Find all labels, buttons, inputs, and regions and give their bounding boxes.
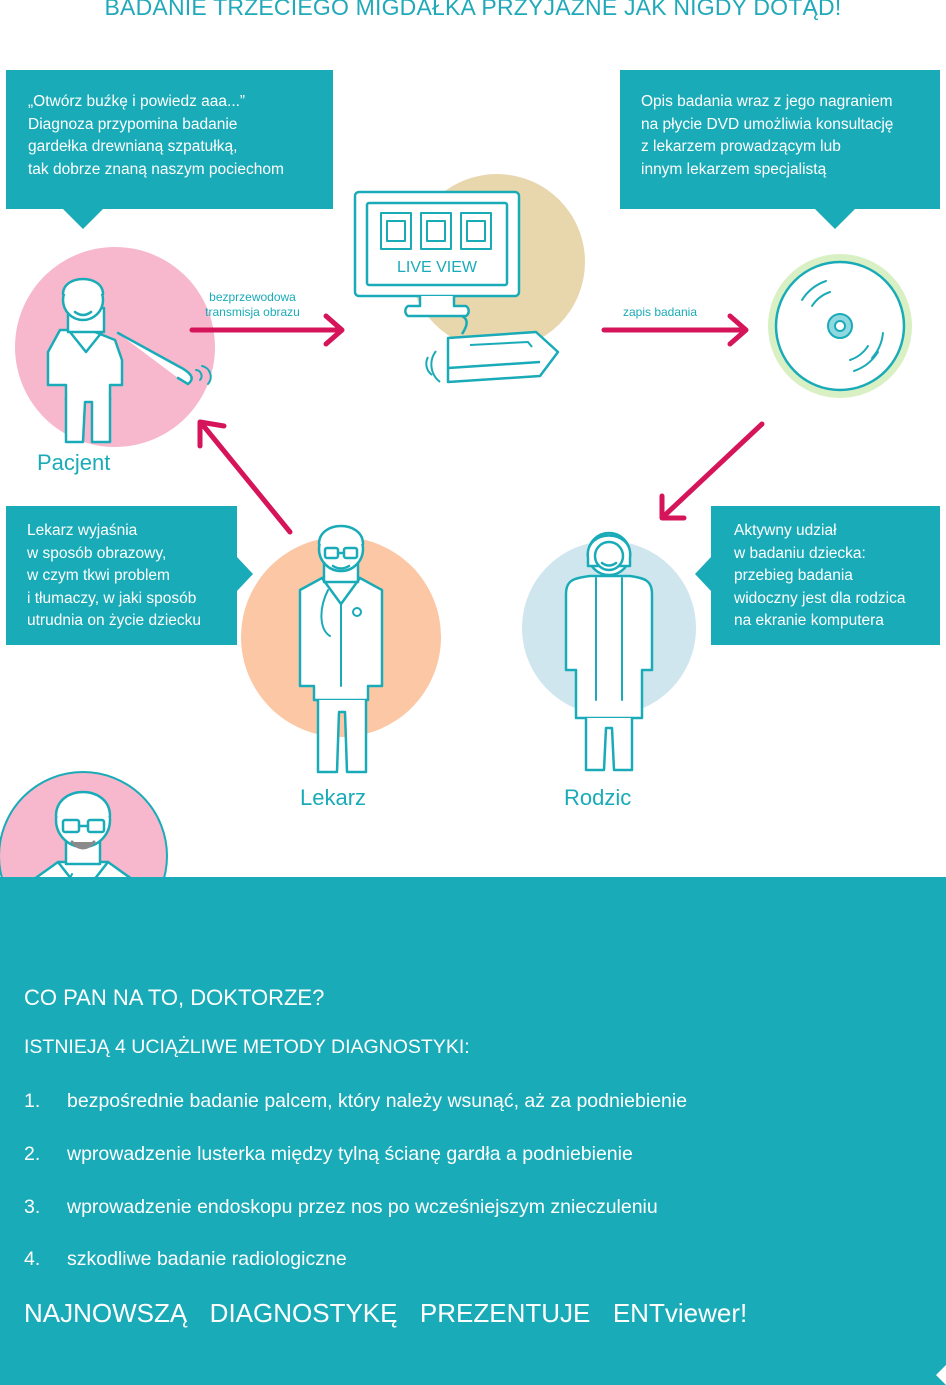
list-item: 3.wprowadzenie endoskopu przez nos po wc… — [24, 1196, 658, 1218]
receiver-device-icon — [425, 330, 560, 384]
bubble-pointer — [237, 557, 253, 591]
bubble-pointer — [63, 209, 103, 229]
bearded-doctor-avatar — [0, 772, 167, 880]
role-label-parent: Rodzic — [564, 785, 632, 810]
panel-methods-heading: ISTNIEJĄ 4 UCIĄŻLIWE METODY DIAGNOSTYKI: — [24, 1036, 470, 1058]
dvd-icon — [801, 280, 884, 372]
monitor-icon — [353, 190, 521, 335]
arrow-doctor-to-patient — [197, 419, 293, 535]
arrow-label-recording: zapis badania — [622, 305, 698, 319]
patient-figure — [46, 277, 212, 444]
role-label-doctor: Lekarz — [300, 785, 367, 810]
arrow-label-transmission: bezprzewodowa transmisja obrazu — [205, 290, 300, 319]
bubble-dvd-recording: Opis badania wraz z jego nagraniem na pł… — [620, 70, 940, 209]
doctor-figure — [298, 524, 384, 774]
bubble-parent-participation: Aktywny udział w badaniu dziecka: przebi… — [711, 506, 940, 645]
panel-closing: NAJNOWSZĄ DIAGNOSTYKĘ PREZENTUJE ENTview… — [24, 1298, 748, 1328]
diagram-illustration — [0, 174, 912, 880]
arrow-transmission — [189, 313, 345, 347]
page-title: BADANIE TRZECIEGO MIGDAŁKA PRZYJAZNE JAK… — [104, 0, 842, 20]
list-item: 4.szkodliwe badanie radiologiczne — [24, 1248, 347, 1270]
arrow-recording — [601, 313, 749, 347]
bubble-pointer — [695, 557, 711, 591]
bubble-pointer — [815, 209, 855, 229]
list-item: 1.bezpośrednie badanie palcem, który nal… — [24, 1090, 688, 1112]
arrow-dvd-to-parent — [659, 421, 765, 521]
role-label-patient: Pacjent — [37, 450, 111, 475]
panel-question: CO PAN NA TO, DOKTORZE? — [24, 985, 325, 1010]
bubble-exam-description: „Otwórz buźkę i powiedz aaa...” Diagnoza… — [6, 70, 333, 209]
parent-figure — [564, 531, 654, 772]
monitor-screen-label: LIVE VIEW — [396, 259, 478, 276]
bubble-doctor-explains: Lekarz wyjaśnia w sposób obrazowy, w czy… — [6, 506, 237, 645]
info-panel — [0, 877, 946, 1385]
list-item: 2.wprowadzenie lusterka między tylną ści… — [24, 1143, 633, 1165]
